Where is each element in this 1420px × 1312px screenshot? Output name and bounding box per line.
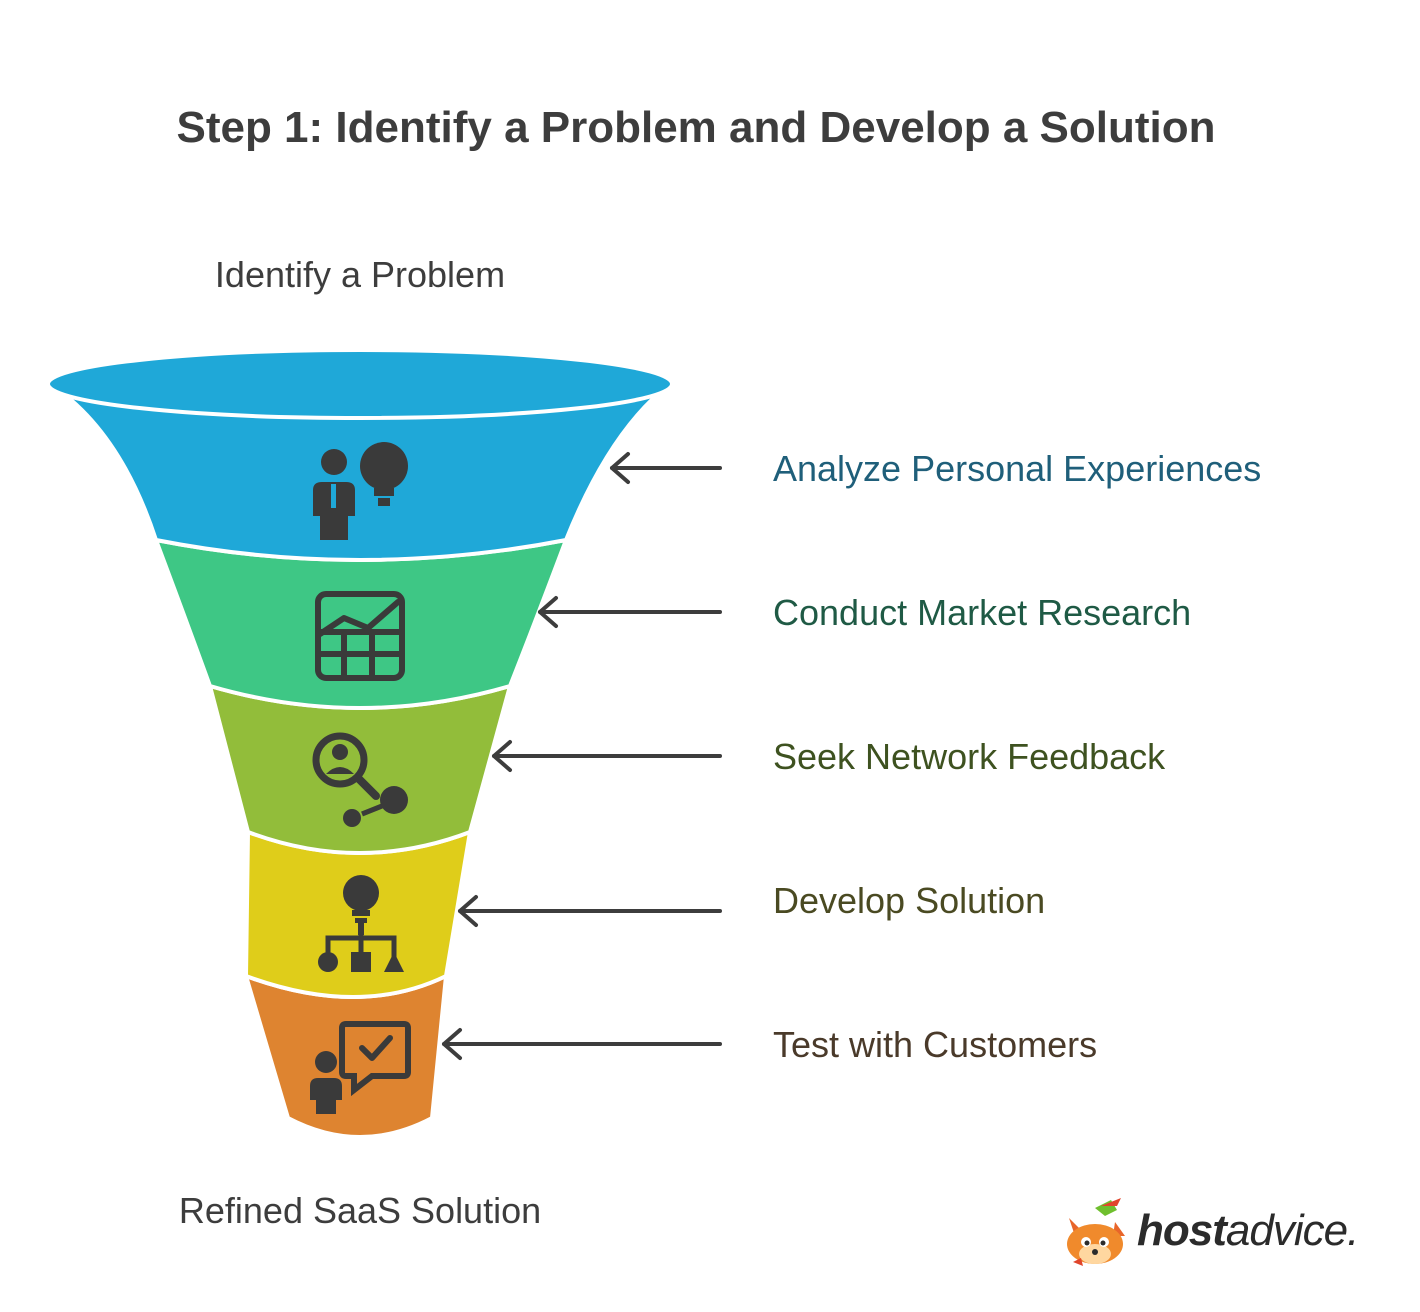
stage-2-label: Conduct Market Research — [773, 592, 1192, 633]
hostadvice-wordmark: hostadvice. — [1137, 1206, 1359, 1256]
stage-5-label: Test with Customers — [773, 1024, 1098, 1065]
fox-mascot-icon — [1067, 1198, 1125, 1266]
wordmark-bold: host — [1137, 1206, 1227, 1255]
arrow-stage-3 — [492, 740, 722, 772]
arrow-stage-1 — [610, 452, 722, 484]
person-search-network-icon — [312, 732, 408, 827]
funnel-segment-5 — [242, 972, 449, 1139]
funnel-stage-5 — [242, 972, 449, 1139]
idea-hierarchy-icon — [318, 875, 404, 972]
funnel-top-label: Identify a Problem — [214, 254, 506, 295]
hostadvice-logo: hostadvice. — [1055, 1196, 1385, 1276]
funnel-segment-1 — [43, 382, 676, 562]
person-lightbulb-icon — [313, 442, 408, 540]
arrow-stage-2 — [538, 596, 722, 628]
funnel-rim — [46, 348, 674, 420]
arrow-stage-4 — [458, 895, 722, 927]
wordmark-regular: advice. — [1225, 1206, 1359, 1255]
person-checkmark-chat-icon — [310, 1021, 411, 1114]
growth-chart-icon — [315, 591, 405, 681]
funnel-stage-1 — [43, 348, 676, 562]
stage-1-label: Analyze Personal Experiences — [773, 448, 1262, 489]
diagram-title: Step 1: Identify a Problem and Develop a… — [176, 103, 1216, 152]
stage-4-label: Develop Solution — [773, 880, 1046, 921]
arrow-stage-5 — [442, 1028, 722, 1060]
stage-3-label: Seek Network Feedback — [773, 736, 1166, 777]
funnel-bottom-label: Refined SaaS Solution — [178, 1190, 542, 1231]
